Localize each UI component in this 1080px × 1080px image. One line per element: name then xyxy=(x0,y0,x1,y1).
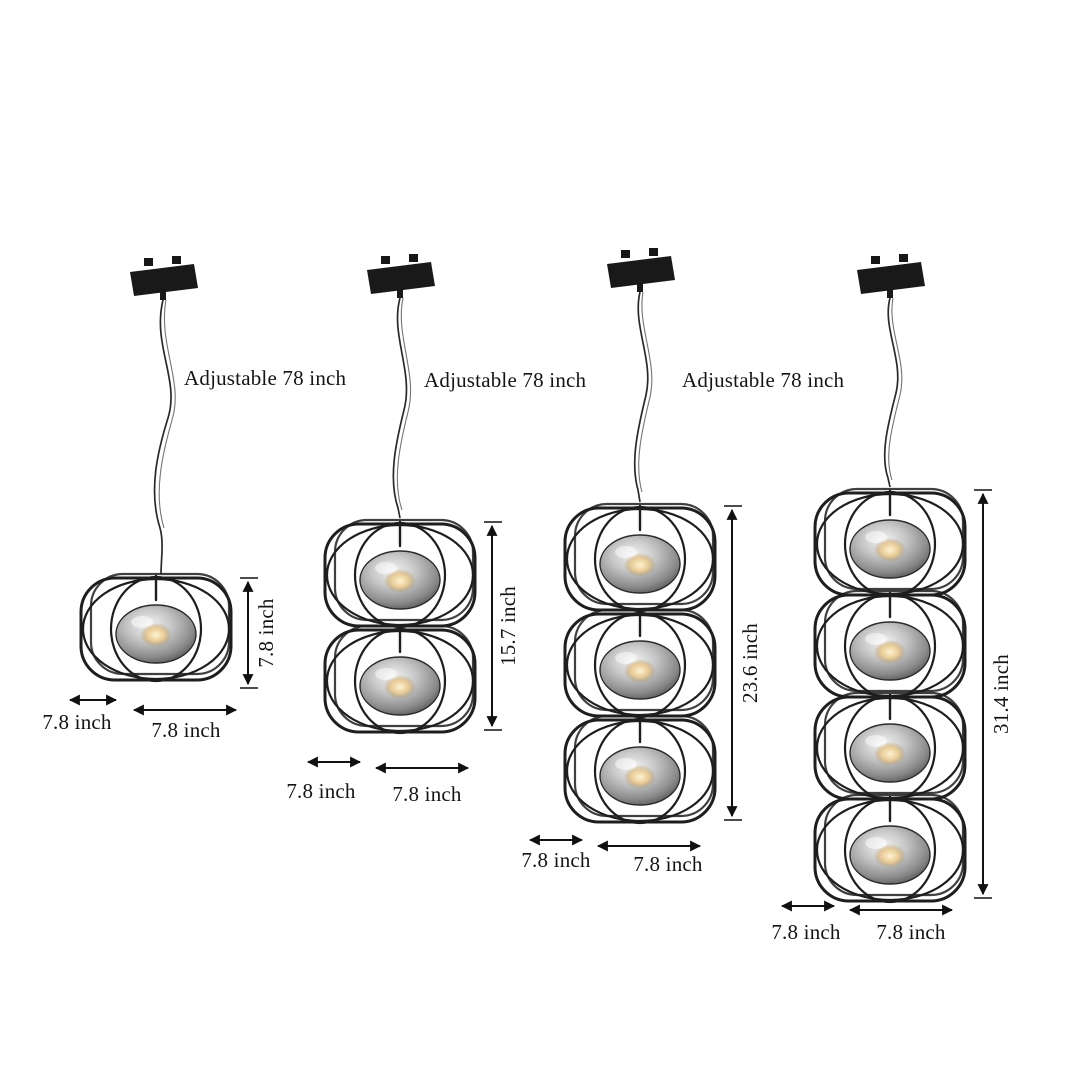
hanging-cable xyxy=(883,297,899,488)
glass-globe xyxy=(599,746,681,806)
glass-globe xyxy=(359,550,441,610)
fixture-1-lamp xyxy=(79,256,233,683)
fixture-1-width-label: 7.8 inch xyxy=(151,718,221,742)
fixture-2-lamp xyxy=(323,254,477,735)
fixture-3-lamp xyxy=(563,248,717,825)
hanging-cable-strand xyxy=(888,297,903,481)
fixture-1-depth-label: 7.8 inch xyxy=(42,710,112,734)
fixture-4-lamp xyxy=(813,254,967,904)
glass-globe xyxy=(849,825,931,885)
fixture-4-height-label: 31.4 inch xyxy=(989,654,1013,734)
fixture-2-dimension-lines xyxy=(306,521,502,774)
fixture-3-cable-length-label: Adjustable 78 inch xyxy=(682,368,845,392)
glass-globe xyxy=(599,534,681,594)
fixture-4-depth-label: 7.8 inch xyxy=(771,920,841,944)
fixture-1-cable-length-label: Adjustable 78 inch xyxy=(184,366,347,390)
glass-globe xyxy=(115,604,197,664)
fixture-1-dimension-lines xyxy=(68,577,258,716)
ceiling-canopy xyxy=(367,254,435,298)
fixture-3-depth-label: 7.8 inch xyxy=(521,848,591,872)
glass-globe xyxy=(849,519,931,579)
glass-globe xyxy=(849,723,931,783)
hanging-cable xyxy=(633,291,649,503)
fixture-4-width-label: 7.8 inch xyxy=(876,920,946,944)
fixture-3-dimension-lines xyxy=(528,505,742,852)
fixture-1-height-label: 7.8 inch xyxy=(254,598,278,668)
hanging-cable xyxy=(392,297,408,519)
fixture-2-width-label: 7.8 inch xyxy=(392,782,462,806)
fixture-4-dimension-lines xyxy=(780,489,992,916)
hanging-cable xyxy=(153,299,172,575)
glass-globe xyxy=(599,640,681,700)
glass-globe xyxy=(359,656,441,716)
fixture-3-width-label: 7.8 inch xyxy=(633,852,703,876)
hanging-cable-strand xyxy=(638,291,653,493)
ceiling-canopy xyxy=(607,248,675,292)
fixture-2-cable-length-label: Adjustable 78 inch xyxy=(424,368,587,392)
fixture-2-height-label: 15.7 inch xyxy=(496,586,520,666)
glass-globe xyxy=(849,621,931,681)
ceiling-canopy xyxy=(130,256,198,300)
fixture-2-depth-label: 7.8 inch xyxy=(286,779,356,803)
ceiling-canopy xyxy=(857,254,925,298)
fixture-3-height-label: 23.6 inch xyxy=(738,623,762,703)
hanging-cable-strand xyxy=(396,297,412,511)
hanging-cable-strand xyxy=(158,299,176,529)
